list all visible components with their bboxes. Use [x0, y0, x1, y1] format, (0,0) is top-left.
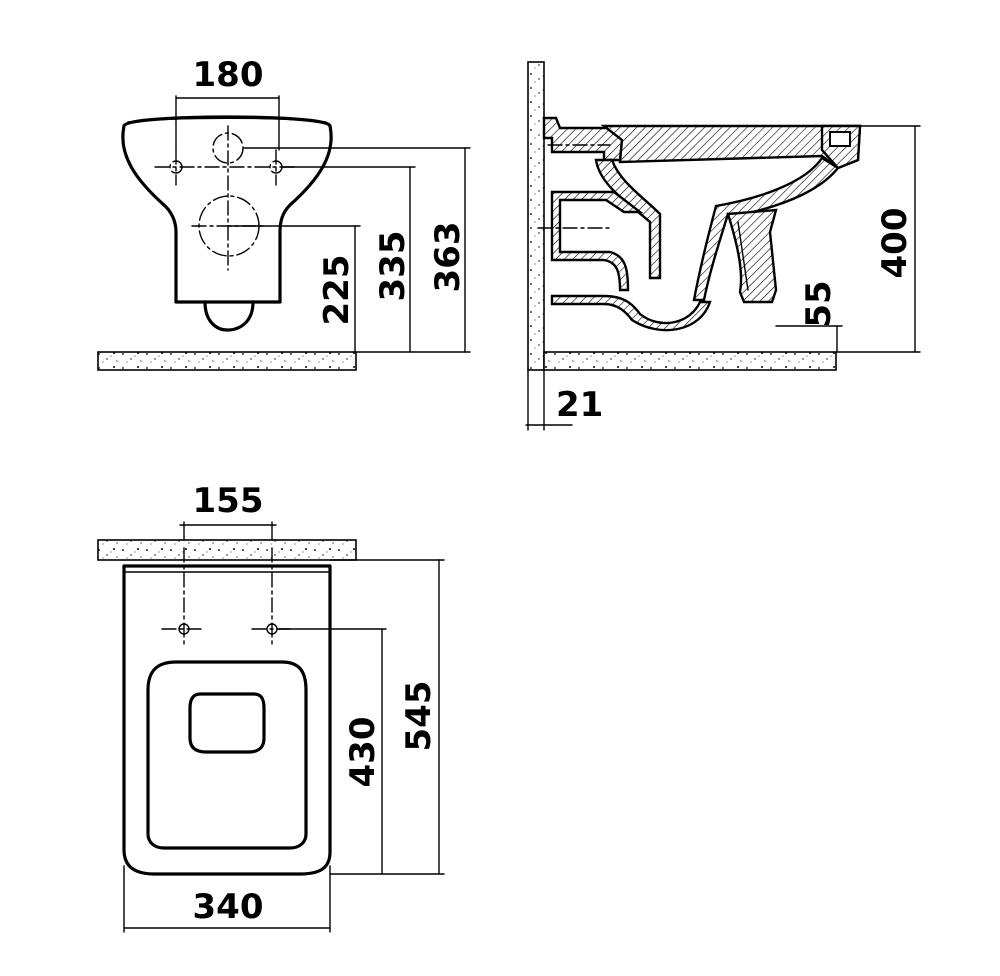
- dim-335: 335: [373, 231, 413, 302]
- top-outer-outline: [122, 564, 332, 876]
- dim-21: 21: [556, 385, 603, 425]
- front-outlet-bulge: [203, 300, 255, 332]
- floor-slab-side: [543, 351, 837, 371]
- dim-430: 430: [343, 717, 383, 788]
- front-leg-inner: [737, 221, 749, 291]
- floor-slab-front: [97, 351, 357, 371]
- dim-180: 180: [193, 55, 264, 95]
- top-bowl-opening: [188, 692, 266, 754]
- wall-slab: [527, 61, 545, 371]
- dim-545: 545: [399, 681, 439, 752]
- dim-340: 340: [193, 887, 264, 927]
- bowl-trap-wall: [594, 158, 662, 280]
- outlet-bottom-curve: [550, 294, 712, 332]
- top-seat-outline: [146, 660, 308, 850]
- top-view: 155 430 545 340: [97, 481, 445, 933]
- wall-slab-top: [97, 539, 357, 561]
- inlet-channel-wall: [542, 116, 624, 162]
- side-view: 400 55 21: [525, 61, 921, 431]
- dim-225: 225: [317, 255, 357, 326]
- front-bowl-outline: [121, 115, 333, 304]
- front-view: 180 225 335 363: [97, 55, 471, 371]
- dim-155: 155: [193, 481, 264, 521]
- dim-400: 400: [875, 208, 915, 279]
- dim-55: 55: [799, 280, 839, 327]
- outlet-pipe: [550, 190, 644, 292]
- front-rim-line: [127, 117, 327, 123]
- dim-363: 363: [428, 222, 468, 293]
- front-leg: [726, 208, 778, 304]
- bowl-back-wall: [692, 156, 840, 302]
